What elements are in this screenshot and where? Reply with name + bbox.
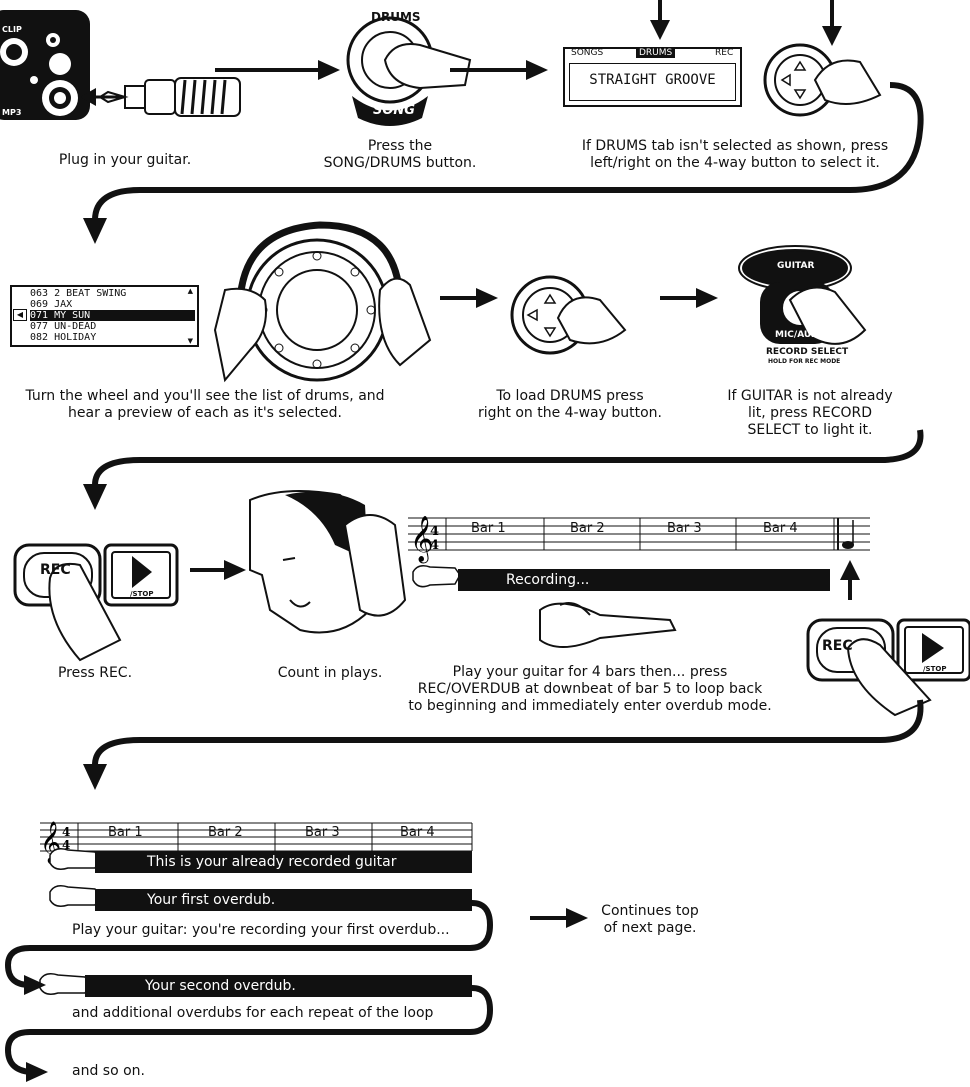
svg-text:4: 4 xyxy=(62,825,70,839)
additional-overdubs-line: and additional overdubs for each repeat … xyxy=(72,1005,433,1021)
first-overdub-line: Play your guitar: you're recording your … xyxy=(72,922,450,938)
first-overdub-track: Your first overdub. xyxy=(95,889,472,911)
track-label: This is your already recorded guitar xyxy=(147,854,397,870)
continues-note: Continues top of next page. xyxy=(580,903,720,937)
bar-label: Bar 2 xyxy=(208,825,243,840)
bar-label: Bar 1 xyxy=(108,825,143,840)
bar-label: Bar 3 xyxy=(305,825,340,840)
bar-label: Bar 4 xyxy=(400,825,435,840)
second-overdub-track: Your second overdub. xyxy=(85,975,472,997)
track-label: Your first overdub. xyxy=(147,892,275,908)
recorded-guitar-track: This is your already recorded guitar xyxy=(95,851,472,873)
track-label: Your second overdub. xyxy=(145,978,296,994)
and-so-on-line: and so on. xyxy=(72,1063,145,1079)
